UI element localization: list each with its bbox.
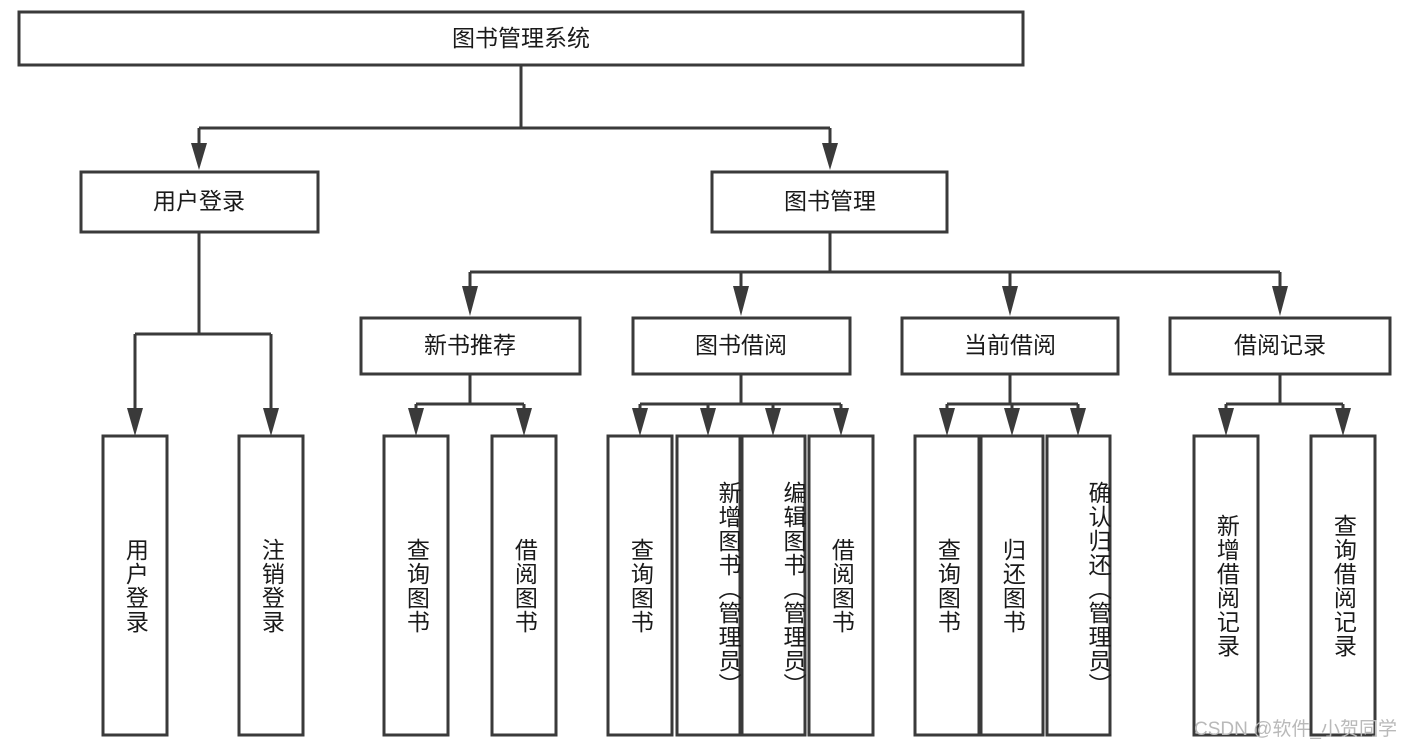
root-label: 图书管理系统 [452,25,590,51]
leaf-box-bb-4[interactable] [807,434,875,737]
arrow-to-leaf-nbr-1 [408,408,424,436]
leaf-box-user-login-2[interactable] [237,434,305,737]
arrow-to-current-borrow [1002,286,1018,316]
leaf-box-bb-3[interactable] [740,434,807,737]
node-new-book-recommend[interactable]: 新书推荐 [359,316,582,376]
root-box [17,10,1025,67]
node-current-borrow[interactable]: 当前借阅 [900,316,1120,376]
arrow-to-book-manage [822,143,838,170]
new-book-recommend-box [359,316,582,376]
arrow-to-leaf-br-2 [1335,408,1351,436]
arrow-to-leaf-bb-1 [632,408,648,436]
borrow-record-box [1168,316,1392,376]
borrow-record-label: 借阅记录 [1234,332,1326,358]
connector-new-book-recommend-to-leaves [408,374,532,436]
leaf-box-nbr-2[interactable] [490,434,558,737]
node-book-manage[interactable]: 图书管理 [710,170,949,234]
arrow-to-leaf-bb-2 [700,408,716,436]
arrow-to-book-borrow [733,286,749,316]
current-borrow-label: 当前借阅 [964,332,1056,358]
connector-book-manage-to-level3 [462,232,1288,316]
connector-user-login-to-leaves [127,232,279,436]
arrow-to-leaf-bb-4 [833,408,849,436]
book-borrow-box [631,316,852,376]
node-book-borrow[interactable]: 图书借阅 [631,316,852,376]
book-manage-box [710,170,949,234]
book-manage-label: 图书管理 [784,188,876,214]
connector-current-borrow-to-leaves [939,374,1086,436]
book-borrow-label: 图书借阅 [695,332,787,358]
current-borrow-box [900,316,1120,376]
connector-root-to-level2 [191,65,838,170]
connector-book-borrow-to-leaves [632,374,849,436]
leaf-box-bb-2[interactable] [675,434,742,737]
connector-borrow-record-to-leaves [1218,374,1351,436]
leaf-box-br-1[interactable] [1192,434,1260,737]
arrow-to-leaf-cb-1 [939,408,955,436]
leaf-box-nbr-1[interactable] [382,434,450,737]
arrow-to-new-book-recommend [462,286,478,316]
arrow-to-leaf-cb-2 [1004,408,1020,436]
leaf-box-user-login-1[interactable] [101,434,169,737]
user-login-label: 用户登录 [153,188,245,214]
arrow-to-borrow-record [1272,286,1288,316]
arrow-to-leaf-bb-3 [765,408,781,436]
arrow-to-user-login [191,143,207,170]
node-borrow-record[interactable]: 借阅记录 [1168,316,1392,376]
leaf-box-cb-2[interactable] [979,434,1045,737]
leaf-box-bb-1[interactable] [606,434,674,737]
arrow-to-leaf-user-login [127,408,143,436]
arrow-to-leaf-cb-3 [1070,408,1086,436]
csdn-watermark: CSDN @软件_小贺同学 [1194,719,1397,740]
new-book-recommend-label: 新书推荐 [424,332,516,358]
node-user-login[interactable]: 用户登录 [79,170,320,234]
leaf-box-br-2[interactable] [1309,434,1377,737]
arrow-to-leaf-nbr-2 [516,408,532,436]
node-root[interactable]: 图书管理系统 [17,10,1025,67]
arrow-to-leaf-logout [263,408,279,436]
leaf-box-cb-3[interactable] [1045,434,1112,737]
arrow-to-leaf-br-1 [1218,408,1234,436]
leaf-box-cb-1[interactable] [913,434,981,737]
